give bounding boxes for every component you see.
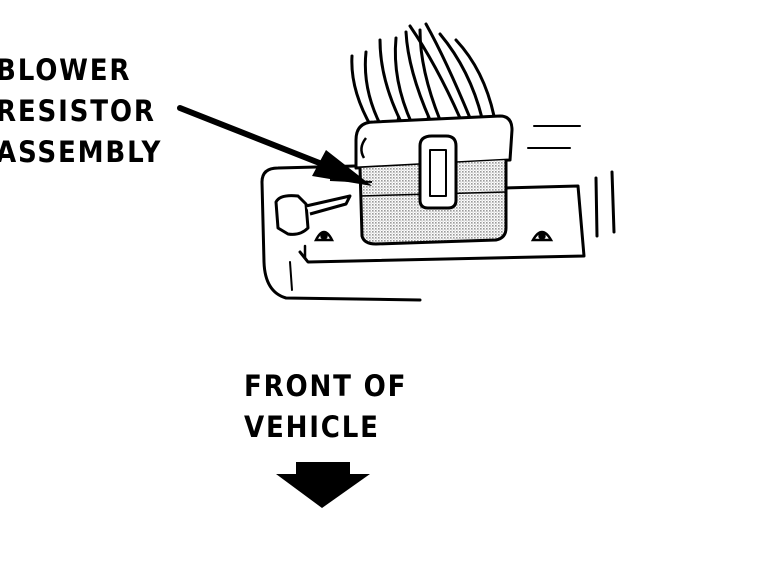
mounting-screw-left [313,230,335,242]
retaining-clip [274,194,352,236]
mounting-screw-right [530,230,554,242]
direction-label-line: VEHICLE [244,410,380,444]
component-label: BLOWER RESISTOR ASSEMBLY [0,50,162,173]
mounting-plate [260,125,616,302]
direction-label-line: FRONT OF [244,369,408,403]
direction-label: FRONT OF VEHICLE [244,366,407,448]
pointer-arrow-icon [177,105,373,186]
component-label-line: RESISTOR [0,94,156,128]
down-arrow-icon [276,462,370,508]
component-label-line: BLOWER [0,53,132,87]
connector-housing [354,114,514,246]
component-label-line: ASSEMBLY [0,135,163,169]
